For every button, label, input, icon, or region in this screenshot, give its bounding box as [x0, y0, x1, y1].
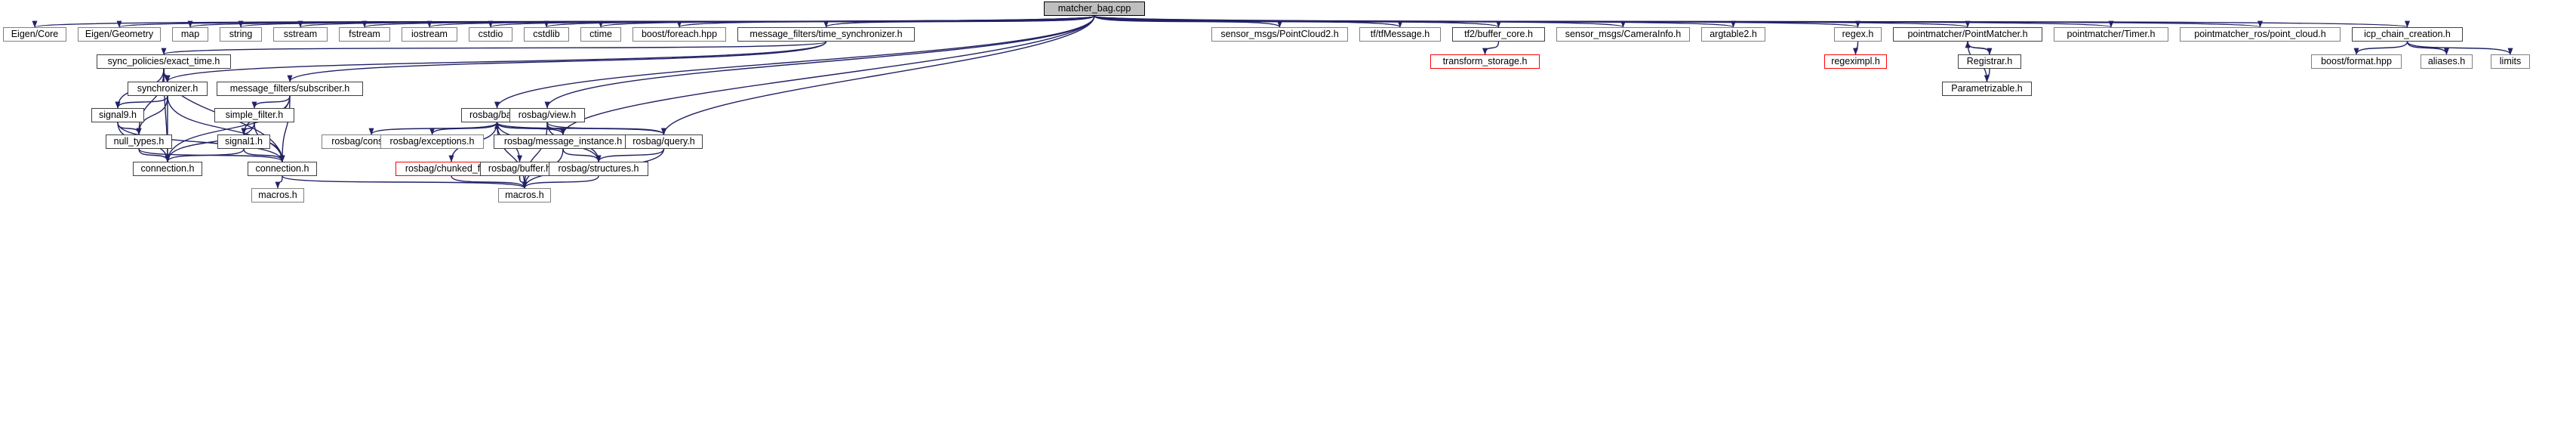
- graph-edge: [251, 95, 291, 109]
- graph-node-ctime[interactable]: ctime: [580, 27, 621, 42]
- graph-edge: [287, 41, 827, 82]
- graph-edge: [546, 122, 666, 135]
- graph-node-limits[interactable]: limits: [2491, 54, 2530, 69]
- graph-edge: [560, 15, 1095, 135]
- graph-edge: [522, 175, 599, 189]
- graph-edge: [2353, 41, 2408, 55]
- graph-node-string[interactable]: string: [220, 27, 262, 42]
- graph-node-boost-foreach-hpp[interactable]: boost/foreach.hpp: [632, 27, 726, 42]
- graph-edge: [544, 15, 1095, 109]
- graph-node-icp-chain-creation-h[interactable]: icp_chain_creation.h: [2352, 27, 2463, 42]
- graph-node-rosbag-buffer-h[interactable]: rosbag/buffer.h: [480, 162, 559, 176]
- graph-edge: [136, 95, 168, 135]
- graph-node-rosbag-chunked-file-h[interactable]: rosbag/chunked_file.h: [395, 162, 507, 176]
- graph-node-message-filters-time-synchronizer-h[interactable]: message_filters/time_synchronizer.h: [737, 27, 915, 42]
- graph-edge: [494, 15, 1095, 109]
- graph-node-regex-h[interactable]: regex.h: [1834, 27, 1882, 42]
- graph-edge: [2406, 41, 2513, 55]
- graph-node-sstream[interactable]: sstream: [273, 27, 328, 42]
- graph-edge: [165, 122, 255, 162]
- graph-node-tf2-buffer-core-h[interactable]: tf2/buffer_core.h: [1452, 27, 1545, 42]
- graph-node-map[interactable]: map: [172, 27, 208, 42]
- graph-edge: [1984, 68, 1990, 82]
- graph-node-connection-h[interactable]: connection.h: [248, 162, 317, 176]
- graph-node-regeximpl-h[interactable]: regeximpl.h: [1824, 54, 1887, 69]
- graph-edge: [279, 95, 291, 162]
- graph-edge: [165, 148, 245, 162]
- graph-node-null-types-h[interactable]: null_types.h: [106, 134, 172, 149]
- graph-edge: [661, 15, 1095, 135]
- graph-edge: [494, 122, 564, 135]
- graph-edge: [596, 148, 665, 162]
- graph-node-signal9-h[interactable]: signal9.h: [91, 108, 144, 122]
- graph-node-iostream[interactable]: iostream: [402, 27, 457, 42]
- graph-node-synchronizer-h[interactable]: synchronizer.h: [128, 82, 208, 96]
- graph-node-cstdio[interactable]: cstdio: [469, 27, 512, 42]
- graph-node-argtable2-h[interactable]: argtable2.h: [1701, 27, 1765, 42]
- graph-node-aliases-h[interactable]: aliases.h: [2421, 54, 2473, 69]
- graph-node-macros-h[interactable]: macros.h: [498, 188, 551, 202]
- graph-node-rosbag-message-instance-h[interactable]: rosbag/message_instance.h: [494, 134, 632, 149]
- graph-node-sync-policies-exact-time-h[interactable]: sync_policies/exact_time.h: [97, 54, 231, 69]
- graph-edge: [167, 95, 285, 162]
- graph-edge: [1482, 41, 1500, 55]
- graph-node-fstream[interactable]: fstream: [339, 27, 390, 42]
- graph-node-rosbag-view-h[interactable]: rosbag/view.h: [509, 108, 585, 122]
- graph-node-rosbag-structures-h[interactable]: rosbag/structures.h: [549, 162, 648, 176]
- graph-node-eigen-core[interactable]: Eigen/Core: [3, 27, 66, 42]
- graph-node-connection-h[interactable]: connection.h: [133, 162, 202, 176]
- graph-node-pointmatcher-timer-h[interactable]: pointmatcher/Timer.h: [2054, 27, 2168, 42]
- graph-edge: [451, 175, 528, 189]
- graph-edge: [1094, 15, 2409, 28]
- graph-edge: [1853, 41, 1859, 55]
- graph-node-pointmatcher-ros-point-cloud-h[interactable]: pointmatcher_ros/point_cloud.h: [2180, 27, 2341, 42]
- graph-edge: [496, 122, 528, 189]
- graph-edge: [823, 15, 1095, 28]
- graph-node-boost-format-hpp[interactable]: boost/format.hpp: [2311, 54, 2402, 69]
- graph-node-sensor-msgs-camerainfo-h[interactable]: sensor_msgs/CameraInfo.h: [1556, 27, 1690, 42]
- graph-edge: [522, 122, 548, 189]
- graph-node-registrar-h[interactable]: Registrar.h: [1958, 54, 2021, 69]
- graph-node-eigen-geometry[interactable]: Eigen/Geometry: [78, 27, 161, 42]
- graph-edge: [282, 175, 528, 189]
- graph-edge: [2406, 41, 2449, 55]
- graph-node-rosbag-exceptions-h[interactable]: rosbag/exceptions.h: [380, 134, 484, 149]
- graph-node-simple-filter-h[interactable]: simple_filter.h: [214, 108, 294, 122]
- graph-node-matcher-bag-cpp[interactable]: matcher_bag.cpp: [1044, 2, 1145, 16]
- graph-node-tf-tfmessage-h[interactable]: tf/tfMessage.h: [1359, 27, 1441, 42]
- graph-node-pointmatcher-pointmatcher-h[interactable]: pointmatcher/PointMatcher.h: [1893, 27, 2042, 42]
- graph-node-cstdlib[interactable]: cstdlib: [524, 27, 569, 42]
- graph-edge: [1965, 41, 1990, 55]
- graph-node-sensor-msgs-pointcloud2-h[interactable]: sensor_msgs/PointCloud2.h: [1211, 27, 1348, 42]
- graph-node-macros-h[interactable]: macros.h: [251, 188, 304, 202]
- graph-edge: [243, 148, 285, 162]
- graph-node-message-filters-subscriber-h[interactable]: message_filters/subscriber.h: [217, 82, 363, 96]
- graph-node-rosbag-query-h[interactable]: rosbag/query.h: [625, 134, 703, 149]
- graph-node-transform-storage-h[interactable]: transform_storage.h: [1430, 54, 1540, 69]
- graph-edge: [165, 41, 827, 82]
- graph-edge: [161, 41, 827, 55]
- graph-node-parametrizable-h[interactable]: Parametrizable.h: [1942, 82, 2032, 96]
- graph-edge: [117, 122, 285, 162]
- graph-edge: [275, 175, 283, 189]
- graph-edge: [115, 95, 168, 109]
- graph-node-signal1-h[interactable]: signal1.h: [217, 134, 270, 149]
